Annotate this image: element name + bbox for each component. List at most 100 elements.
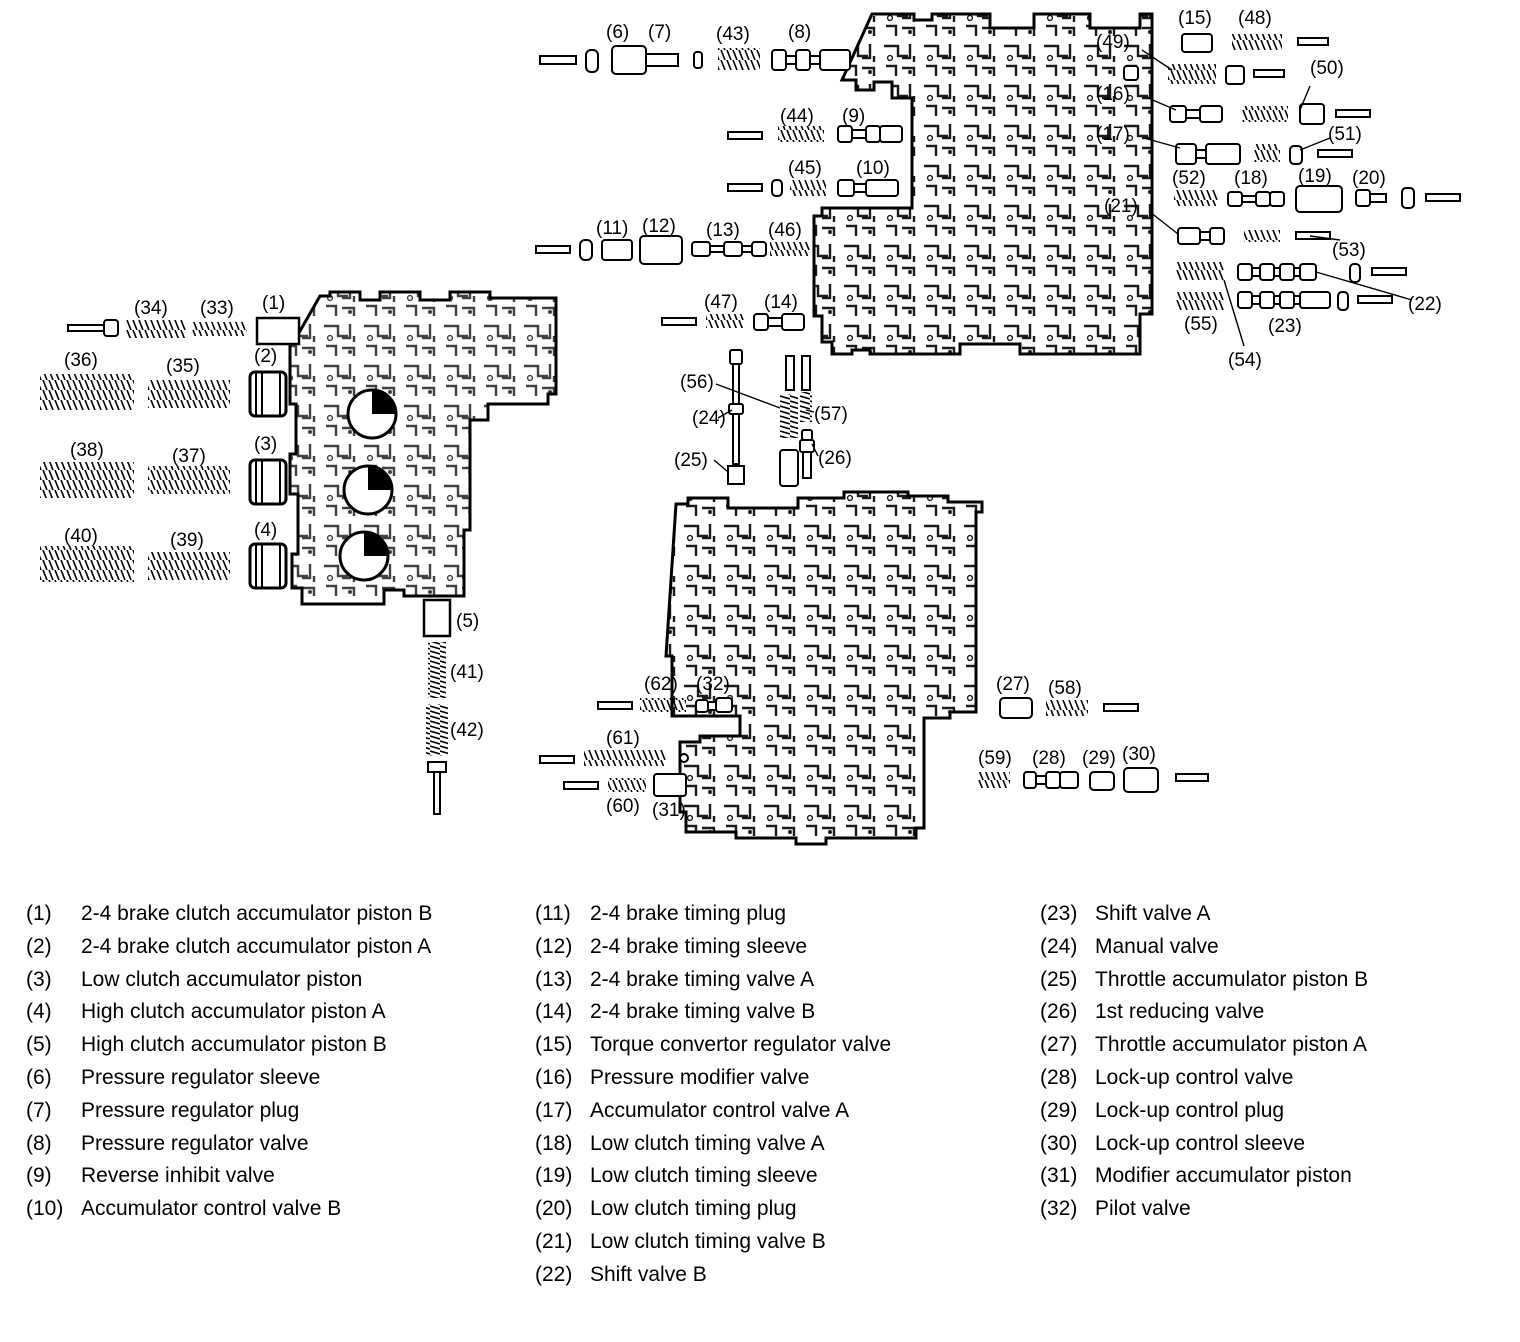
legend-number: (12) — [535, 934, 573, 958]
legend-label: Low clutch accumulator piston — [81, 967, 363, 991]
legend-number: (26) — [1040, 1000, 1078, 1024]
legend-number: (1) — [26, 902, 52, 925]
legend-item: (7) Pressure regulator plug — [26, 1095, 476, 1128]
legend-label: Torque convertor regulator valve — [590, 1033, 892, 1057]
legend-label: Pressure regulator plug — [81, 1098, 300, 1122]
callout-34: (34) — [134, 298, 168, 319]
callout-25: (25) — [674, 450, 708, 471]
legend-label: Low clutch timing valve B — [590, 1229, 826, 1253]
legend-number: (3) — [26, 967, 52, 991]
callout-29: (29) — [1082, 748, 1116, 769]
callout-44: (44) — [780, 106, 814, 127]
legend-label: 2-4 brake clutch accumulator piston B — [81, 902, 433, 925]
callout-60: (60) — [606, 796, 640, 817]
legend-label: 2-4 brake timing plug — [590, 902, 787, 925]
callout-40: (40) — [64, 526, 98, 547]
legend-label: Manual valve — [1095, 934, 1219, 958]
legend-label: Accumulator control valve A — [590, 1098, 850, 1122]
legend-item: (32)Pilot valve — [1040, 1193, 1480, 1226]
legend-item: (26) 1st reducing valve — [1040, 996, 1480, 1029]
legend-item: (27)Throttle accumulator piston A — [1040, 1029, 1480, 1062]
legend-item: (17) Accumulator control valve A — [535, 1095, 995, 1128]
legend-number: (9) — [26, 1164, 52, 1188]
callout-43: (43) — [716, 24, 750, 45]
legend-item: (19) Low clutch timing sleeve — [535, 1160, 995, 1193]
callout-38: (38) — [70, 440, 104, 461]
accumulator-plate — [288, 290, 558, 606]
callout-14: (14) — [764, 292, 798, 313]
callout-4: (4) — [254, 520, 277, 541]
callout-28: (28) — [1032, 748, 1066, 769]
callout-2: (2) — [254, 346, 277, 367]
callout-27: (27) — [996, 674, 1030, 695]
legend-number: (25) — [1040, 967, 1078, 991]
callout-45: (45) — [788, 158, 822, 179]
legend-item: (14)2-4 brake timing valve B — [535, 996, 995, 1029]
legend-item: (29)Lock-up control plug — [1040, 1095, 1480, 1128]
legend-item: (24) Manual valve — [1040, 931, 1480, 964]
callout-16: (16) — [1096, 84, 1130, 105]
legend-item: (16)Pressure modifier valve — [535, 1062, 995, 1095]
legend-item: (15) Torque convertor regulator valve — [535, 1029, 995, 1062]
callout-61: (61) — [606, 728, 640, 749]
callout-31: (31) — [652, 800, 686, 821]
legend-item: (18) Low clutch timing valve A — [535, 1128, 995, 1161]
legend-number: (30) — [1040, 1131, 1078, 1155]
callout-11: (11) — [596, 218, 628, 239]
callout-36: (36) — [64, 350, 98, 371]
legend-number: (15) — [535, 1033, 573, 1057]
callout-15: (15) — [1178, 8, 1212, 29]
legend-label: Throttle accumulator piston A — [1095, 1033, 1367, 1057]
valve-parts — [535, 33, 1461, 797]
legend-label: Modifier accumulator piston — [1095, 1164, 1352, 1188]
legend-label: High clutch accumulator piston B — [81, 1033, 387, 1057]
legend-label: Low clutch timing sleeve — [590, 1164, 818, 1188]
legend-item: (22)Shift valve B — [535, 1259, 995, 1292]
callout-41: (41) — [450, 662, 484, 683]
legend-label: Reverse inhibit valve — [81, 1164, 275, 1188]
legend-item: (31) Modifier accumulator piston — [1040, 1160, 1480, 1193]
legend-number: (10) — [26, 1197, 64, 1221]
callout-35: (35) — [166, 356, 200, 377]
legend-number: (32) — [1040, 1197, 1078, 1221]
legend-number: (8) — [26, 1131, 52, 1155]
callout-12: (12) — [642, 216, 676, 237]
callout-51: (51) — [1328, 124, 1362, 145]
legend-number: (11) — [535, 902, 571, 925]
callout-50: (50) — [1310, 58, 1344, 79]
callout-57: (57) — [814, 404, 848, 425]
callout-13: (13) — [706, 220, 740, 241]
callout-7: (7) — [648, 22, 671, 43]
legend-number: (24) — [1040, 934, 1078, 958]
exploded-view-diagram: (1) (2) (3) (4) (5) (6) (7) (8) (9) (10)… — [40, 8, 1461, 846]
callout-46: (46) — [768, 220, 802, 241]
callout-24: (24) — [692, 408, 726, 429]
legend-number: (19) — [535, 1164, 573, 1188]
callout-42: (42) — [450, 720, 484, 741]
legend-number: (31) — [1040, 1164, 1078, 1188]
legend-label: Throttle accumulator piston B — [1095, 967, 1369, 991]
callout-48: (48) — [1238, 8, 1272, 29]
legend-column-3: (23)Shift valve A (24)Manual valve (25)T… — [1040, 898, 1480, 1226]
legend-label: High clutch accumulator piston A — [81, 1000, 386, 1024]
legend-number: (4) — [26, 1000, 52, 1024]
legend-number: (17) — [535, 1098, 573, 1122]
legend-label: Low clutch timing plug — [590, 1197, 797, 1221]
legend-number: (20) — [535, 1197, 573, 1221]
legend-item: (20) Low clutch timing plug — [535, 1193, 995, 1226]
legend-label: Lock-up control sleeve — [1095, 1131, 1306, 1155]
callout-20: (20) — [1352, 168, 1386, 189]
accumulator-parts — [40, 316, 452, 815]
legend-number: (18) — [535, 1131, 573, 1155]
legend-label: Low clutch timing valve A — [590, 1131, 825, 1155]
legend-label: 1st reducing valve — [1095, 1000, 1265, 1024]
callout-54: (54) — [1228, 350, 1262, 371]
callout-32: (32) — [696, 674, 730, 695]
legend-item: (5)High clutch accumulator piston B — [26, 1029, 476, 1062]
legend-number: (7) — [26, 1098, 52, 1122]
legend-label: 2-4 brake timing valve A — [590, 967, 815, 991]
legend-number: (22) — [535, 1262, 573, 1286]
legend-number: (28) — [1040, 1065, 1078, 1089]
callout-59: (59) — [978, 748, 1012, 769]
